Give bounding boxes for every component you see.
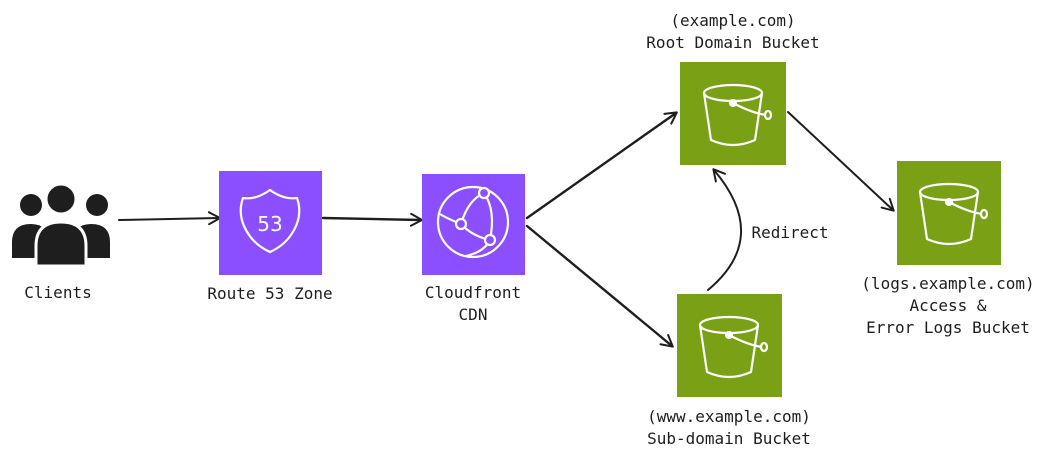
cloudfront-label: Cloudfront CDN	[393, 282, 553, 326]
clients-label: Clients	[24, 283, 92, 302]
sub-bucket-tile[interactable]	[677, 294, 782, 397]
cloudfront-label-line2: CDN	[458, 305, 488, 324]
s3-bucket-icon	[698, 315, 769, 379]
root-bucket-label-line1: (example.com)	[670, 11, 796, 30]
route53-shield-number: 53	[257, 212, 282, 236]
edge-route53-to-cloudfront	[321, 212, 423, 227]
logs-bucket-label-line2: Access &	[909, 296, 987, 315]
route53-tile[interactable]: 53	[219, 171, 322, 275]
route53-label: Route 53 Zone	[207, 284, 333, 303]
cloudfront-label-line1: Cloudfront	[424, 283, 522, 302]
edge-root-bucket-to-logs-bucket	[787, 111, 895, 212]
logs-bucket-label: (logs.example.com) Access & Error Logs B…	[849, 273, 1047, 339]
s3-bucket-icon	[702, 83, 773, 147]
logs-bucket-label-line1: (logs.example.com)	[861, 274, 1035, 293]
root-bucket-tile[interactable]	[680, 62, 786, 165]
logs-bucket-label-line3: Error Logs Bucket	[866, 318, 1030, 337]
s3-bucket-icon	[918, 182, 989, 246]
edge-clients-to-route53	[118, 211, 221, 226]
edge-cloudfront-to-sub-bucket	[525, 224, 674, 348]
root-bucket-label: (example.com) Root Domain Bucket	[623, 10, 843, 54]
cloudfront-tile[interactable]	[422, 174, 525, 275]
sub-bucket-label-line1: (www.example.com)	[647, 407, 811, 426]
cloudfront-globe-icon	[436, 185, 510, 259]
sub-bucket-label: (www.example.com) Sub-domain Bucket	[619, 406, 839, 450]
edge-cloudfront-to-root-bucket	[525, 111, 678, 220]
root-bucket-label-line2: Root Domain Bucket	[646, 33, 820, 52]
sub-bucket-label-line2: Sub-domain Bucket	[647, 429, 811, 448]
redirect-label: Redirect	[751, 223, 829, 242]
users-icon	[12, 182, 110, 268]
edge-sub-bucket-redirect-to-root-bucket	[707, 168, 743, 291]
logs-bucket-tile[interactable]	[897, 161, 1001, 265]
route53-shield-icon	[239, 188, 301, 254]
